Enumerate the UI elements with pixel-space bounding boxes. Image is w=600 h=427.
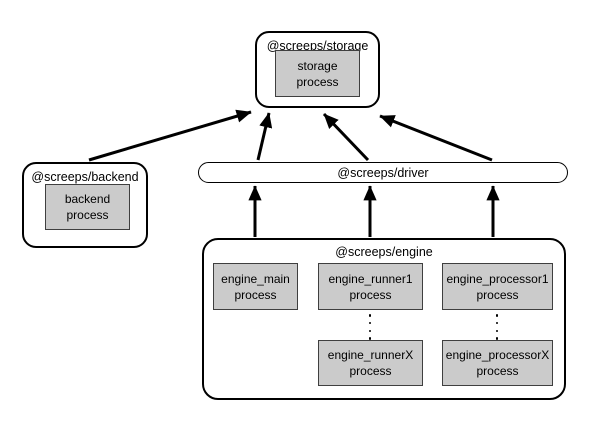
processor-vertical-ellipsis <box>490 314 504 340</box>
edge-driver-right-to-storage <box>379 114 493 162</box>
engine-main-process-box: engine_main process <box>213 263 298 310</box>
driver-node: @screeps/driver <box>198 162 568 183</box>
engine-node-label: @screeps/engine <box>335 245 433 259</box>
runner-vertical-ellipsis <box>363 314 377 340</box>
engine-runnerX-process-box: engine_runnerX process <box>318 340 423 386</box>
backend-process-box: backend process <box>45 184 130 230</box>
engine-processorX-process-box: engine_processorX process <box>442 340 553 386</box>
engine-processor1-process-box: engine_processor1 process <box>442 263 553 310</box>
edge-backend-to-storage <box>88 109 252 162</box>
storage-process-box: storage process <box>275 50 360 97</box>
driver-node-label: @screeps/driver <box>337 165 429 180</box>
engine-runner1-process-box: engine_runner1 process <box>318 263 423 310</box>
storage-node-label: @screeps/storage <box>266 39 369 53</box>
backend-node-label: @screeps/backend <box>31 170 139 184</box>
edge-driver-left-to-storage <box>256 112 273 161</box>
edge-driver-mid-to-storage <box>322 112 370 162</box>
